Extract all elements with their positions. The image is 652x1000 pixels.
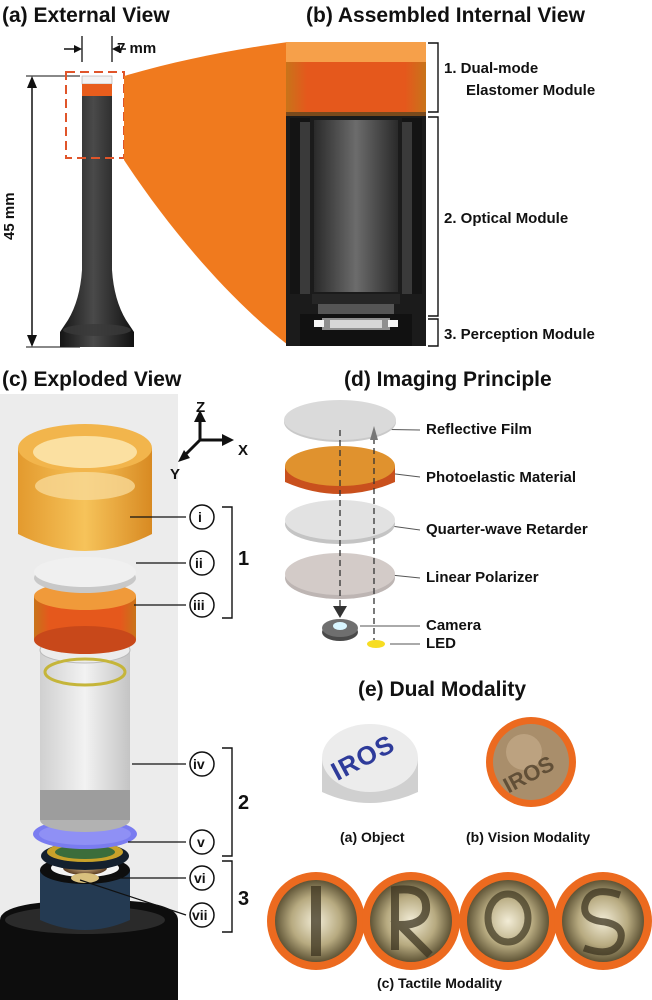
magnification-wedge	[124, 42, 288, 345]
part-vii-label: vii	[192, 907, 208, 923]
panel-e-title: (e) Dual Modality	[358, 678, 527, 701]
module-3-label: 3. Perception Module	[444, 326, 595, 343]
layer-led: LED	[426, 635, 456, 652]
module-1-label-line1: 1. Dual-mode	[444, 60, 539, 77]
axis-z-label: Z	[196, 399, 206, 416]
caption-tactile: (c) Tactile Modality	[377, 975, 502, 991]
layer-linear-polarizer: Linear Polarizer	[426, 569, 539, 586]
exploded-view	[0, 394, 234, 1000]
external-view-sensor	[26, 36, 134, 348]
dual-modality-images	[267, 717, 652, 970]
part-ii-label: ii	[195, 555, 203, 571]
imaging-principle-stack	[284, 400, 421, 648]
part-v-label: v	[197, 834, 205, 850]
panel-d-title: (d) Imaging Principle	[344, 368, 552, 391]
group-2-label: 2	[238, 792, 250, 814]
part-iii-label: iii	[193, 597, 205, 613]
group-3-label: 3	[238, 888, 250, 910]
layer-camera: Camera	[426, 617, 482, 634]
module-1-label-line2: Elastomer Module	[466, 82, 596, 99]
group-1-label: 1	[238, 548, 250, 570]
layer-photoelastic: Photoelastic Material	[426, 469, 577, 486]
module-2-label: 2. Optical Module	[444, 210, 569, 227]
part-iv-label: iv	[193, 756, 205, 772]
assembled-internal-view	[286, 42, 439, 347]
panel-c-title: (c) Exploded View	[2, 368, 182, 391]
caption-object: (a) Object	[340, 829, 405, 845]
panel-a-title: (a) External View	[2, 4, 170, 27]
axis-x-label: X	[238, 442, 249, 459]
part-i-label: i	[198, 509, 202, 525]
height-dimension-label: 45 mm	[1, 192, 18, 240]
part-vi-label: vi	[194, 870, 206, 886]
panel-b-title: (b) Assembled Internal View	[306, 4, 585, 27]
layer-quarter-wave: Quarter-wave Retarder	[426, 521, 588, 538]
axis-y-label: Y	[170, 466, 181, 483]
layer-reflective-film: Reflective Film	[426, 421, 532, 438]
width-dimension-label: 7 mm	[117, 40, 157, 57]
caption-vision: (b) Vision Modality	[466, 829, 591, 845]
